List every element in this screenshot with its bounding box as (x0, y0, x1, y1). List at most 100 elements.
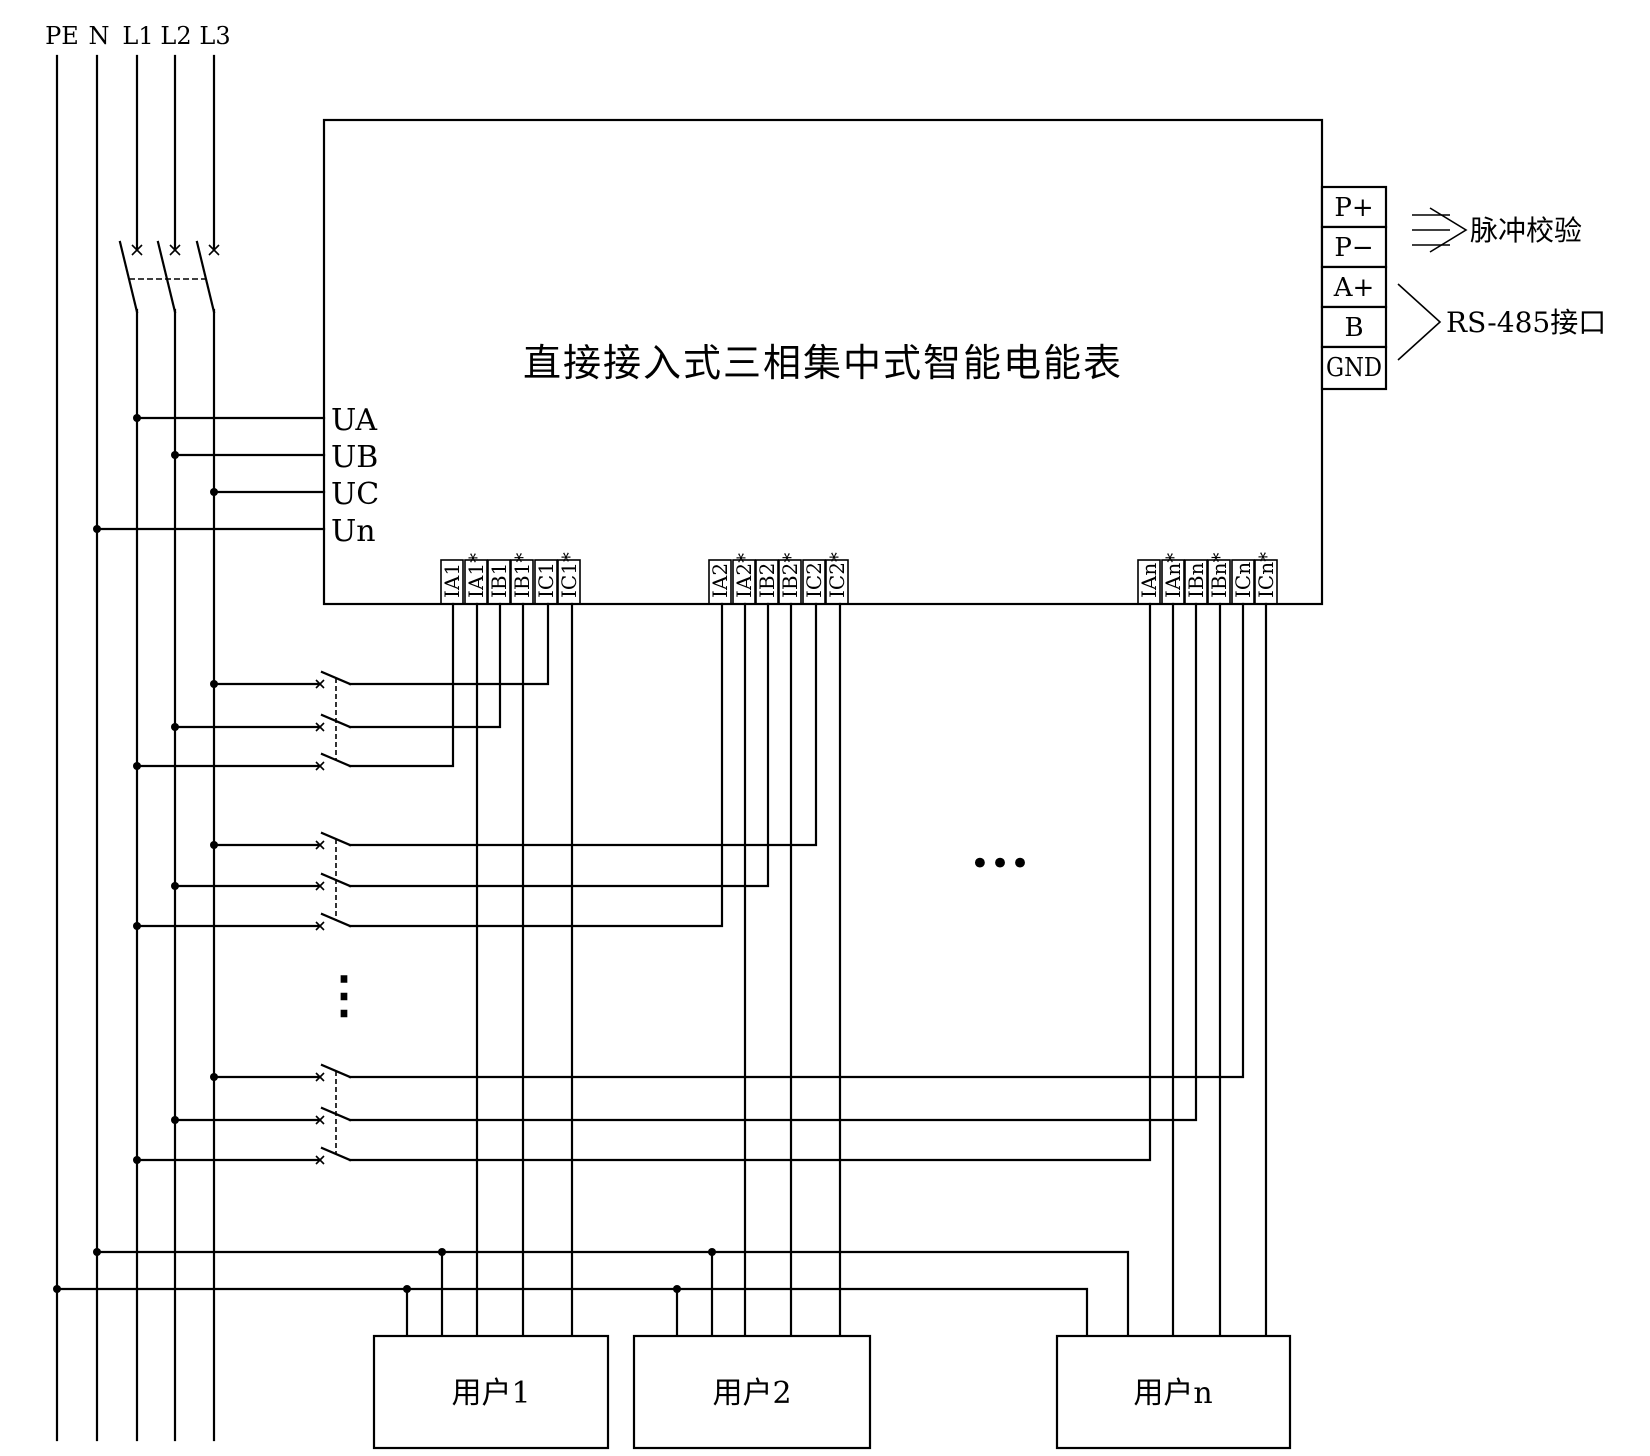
junction-dot (438, 1248, 446, 1256)
rs485-output: RS-485接口 (1397, 283, 1606, 361)
voltage-inputs: UA UB UC Un (331, 403, 379, 549)
ellipsis-horizontal: ••• (970, 844, 1030, 884)
wire-a1-in (348, 602, 455, 768)
bus-label-pe: PE (45, 22, 79, 50)
terminal-box (708, 559, 732, 605)
bus-label-l3: L3 (199, 22, 230, 50)
terminal-group-1: IA1 IA1* IB1 IB1* IC1 IC1* (440, 552, 581, 605)
pin-label-p-minus: P− (1334, 233, 1373, 263)
wire-a2-in (348, 602, 724, 928)
pin-block: P+ P− A+ B GND (1320, 185, 1388, 391)
terminal-group-2: IA2 IA2* IB2 IB2* IC2 IC2* (708, 552, 849, 605)
wire-bn-in (348, 602, 1198, 1122)
user-label-2: 用户2 (712, 1376, 791, 1411)
meter-to-user-wires (475, 602, 1268, 1338)
user-label-n: 用户n (1133, 1376, 1212, 1411)
junction-dot (673, 1285, 681, 1293)
terminal-group-n: IAn IAn* IBn IBn* ICn ICn* (1137, 552, 1278, 605)
breaker-blade-l3 (195, 240, 216, 314)
voltage-input-uc: UC (331, 477, 379, 512)
wire-c2-in (348, 602, 818, 847)
bus-lines (55, 54, 216, 1442)
junction-dot (403, 1285, 411, 1293)
pin-box-a-plus (1320, 265, 1388, 309)
terminal-box (557, 559, 581, 605)
pin-label-b: B (1344, 313, 1363, 343)
terminal-label-ia2: IA2 (708, 563, 732, 598)
junction-dot (133, 922, 141, 930)
branch-breakers (315, 670, 352, 1165)
terminal-label-ib2-star: IB2* (778, 553, 802, 598)
terminal-label-ia1: IA1 (440, 563, 464, 598)
terminal-label-ic2-star: IC2* (825, 552, 849, 598)
pin-label-p-plus: P+ (1334, 193, 1373, 223)
wire-b2-in (348, 602, 770, 888)
breaker-to-meter-wires (348, 602, 1245, 1162)
bus-label-l2: L2 (160, 22, 191, 50)
junction-dot (210, 841, 218, 849)
breaker-x-l2 (169, 244, 181, 256)
wire-an-in (348, 602, 1152, 1162)
junction-dot (210, 680, 218, 688)
terminal-label-ia2-star: IA2* (732, 553, 756, 598)
rs485-label: RS-485接口 (1446, 306, 1606, 339)
user-boxes: 用户1 用户2 用户n (372, 1334, 1292, 1450)
terminal-label-ibn-star: IBn* (1207, 553, 1231, 598)
terminal-label-icn-star: ICn* (1254, 552, 1278, 598)
bus-labels: PE N L1 L2 L3 (45, 22, 230, 50)
meter-box (322, 118, 1324, 606)
terminal-label-ib1: IB1 (487, 563, 511, 598)
junction-dot (93, 525, 101, 533)
pulse-arrow-head (1429, 207, 1468, 253)
junction-dot (171, 723, 179, 731)
breaker-blade-l2 (156, 240, 177, 314)
junction-dot (210, 1073, 218, 1081)
terminal-label-ibn: IBn (1184, 562, 1208, 598)
junction-dot (171, 1116, 179, 1124)
terminal-box (825, 559, 849, 605)
junction-dot (210, 488, 218, 496)
voltage-input-ub: UB (331, 440, 378, 475)
pin-box-p-plus (1320, 185, 1388, 229)
user-label-1: 用户1 (451, 1376, 530, 1411)
voltage-input-un: Un (331, 514, 376, 549)
junction-dot (171, 451, 179, 459)
junction-dot (133, 1156, 141, 1164)
branch-feed-wires (133, 680, 322, 1164)
pulse-label: 脉冲校验 (1470, 214, 1582, 247)
terminal-label-ian-star: IAn* (1161, 553, 1185, 598)
rs485-bracket (1397, 283, 1442, 361)
ellipsis-vertical: ⋮ (319, 965, 369, 1024)
junction-dot (53, 1285, 61, 1293)
user-box-n (1055, 1334, 1292, 1450)
terminal-box (802, 559, 826, 605)
terminal-label-ic1-star: IC1* (557, 552, 581, 598)
junction-dot (133, 762, 141, 770)
bus-label-n: N (89, 22, 110, 50)
bus-label-l1: L1 (122, 22, 153, 50)
user-box-2 (632, 1334, 872, 1450)
junction-dot (171, 882, 179, 890)
neutral-pe-distribution (53, 1248, 1130, 1338)
main-breaker (118, 240, 220, 314)
terminal-label-ib1-star: IB1* (510, 553, 534, 598)
terminal-label-ic1: IC1 (534, 562, 558, 598)
terminal-label-ian: IAn (1137, 563, 1161, 598)
pulse-output: 脉冲校验 (1412, 207, 1582, 253)
terminal-label-ib2: IB2 (755, 563, 779, 598)
breaker-x-l3 (208, 244, 220, 256)
pe-distribution-wire (55, 1287, 1089, 1338)
terminal-label-icn: ICn (1231, 562, 1255, 598)
neutral-distribution-wire (95, 1250, 1130, 1338)
terminal-label-ic2: IC2 (802, 562, 826, 598)
user-box-1 (372, 1334, 610, 1450)
meter-title: 直接接入式三相集中式智能电能表 (523, 341, 1123, 385)
terminal-box (534, 559, 558, 605)
pin-label-a-plus: A+ (1333, 273, 1375, 303)
wire-cn-in (348, 602, 1245, 1079)
pin-label-gnd: GND (1326, 353, 1382, 383)
junction-dot (708, 1248, 716, 1256)
wire-b1-in (348, 602, 502, 729)
breaker-x-l1 (131, 244, 143, 256)
